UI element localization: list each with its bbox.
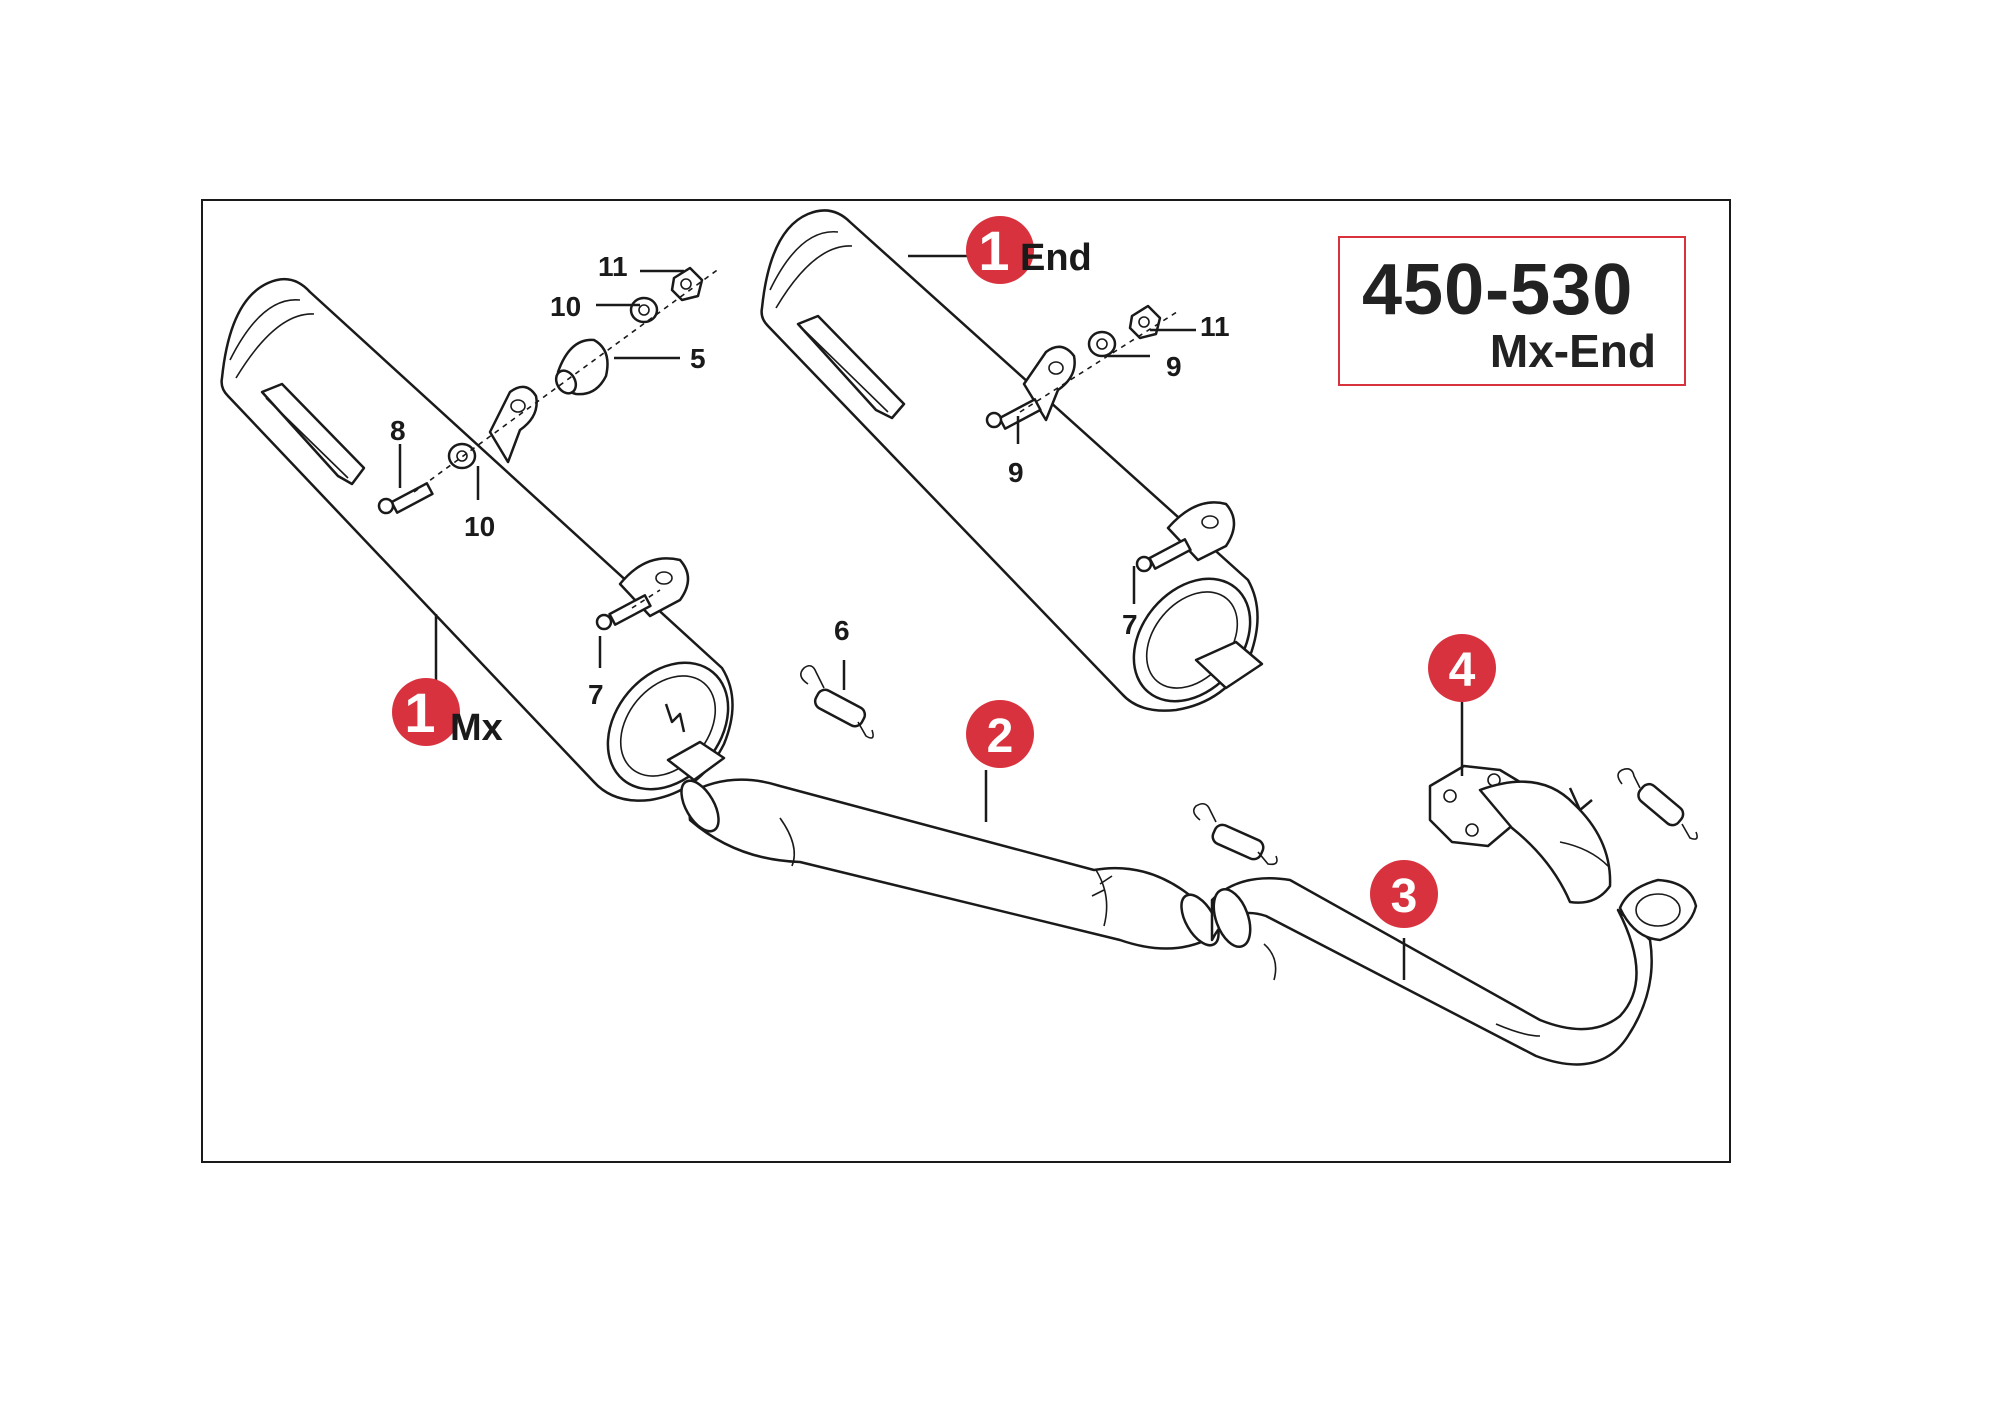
- badge-number: 3: [1391, 870, 1418, 923]
- flange-elbow: [1428, 764, 1612, 904]
- model-title: 450-530: [1362, 250, 1634, 330]
- end-hardware: [985, 304, 1192, 573]
- part-number-labels: 11 10 5 8 10 7 6 11 9 9 7: [390, 251, 1230, 710]
- badge-number: 2: [987, 710, 1014, 763]
- badge-suffix: Mx: [450, 707, 503, 749]
- label-end-11: 11: [1200, 311, 1230, 342]
- model-box: 450-530 Mx-End: [1338, 236, 1686, 386]
- badge-circle: [966, 216, 1034, 284]
- badge-circle: [1428, 634, 1496, 702]
- badge-circle: [1370, 860, 1438, 928]
- label-end-7: 7: [1122, 609, 1138, 640]
- label-mx-5: 5: [690, 343, 706, 374]
- label-mx-10-low: 10: [464, 511, 495, 542]
- springs: [800, 664, 1698, 866]
- leader-lines: [398, 254, 1464, 980]
- mx-silencer: [220, 277, 734, 802]
- spring-6: [800, 664, 874, 739]
- header-pipe: [1210, 876, 1698, 1066]
- label-mx-8: 8: [390, 415, 406, 446]
- badge-1-mx: 1 Mx: [392, 678, 503, 749]
- label-mx-11: 11: [598, 251, 628, 282]
- badge-circle: [392, 678, 460, 746]
- label-mx-10-top: 10: [550, 291, 581, 322]
- badge-4: 4: [1428, 634, 1496, 702]
- label-mx-7: 7: [588, 679, 604, 710]
- badge-circle: [966, 700, 1034, 768]
- label-end-9-right: 9: [1166, 351, 1182, 382]
- badge-number: 1: [404, 681, 435, 744]
- label-end-9-left: 9: [1008, 457, 1024, 488]
- mx-hardware: [377, 266, 721, 631]
- spring-header: [1617, 768, 1698, 840]
- badge-number: 1: [978, 219, 1009, 282]
- badge-suffix: End: [1020, 237, 1092, 279]
- badge-1-end: 1 End: [966, 216, 1092, 284]
- badge-2: 2: [966, 700, 1034, 768]
- label-spring-6: 6: [834, 615, 850, 646]
- badge-3: 3: [1370, 860, 1438, 928]
- mid-pipe: [680, 778, 1220, 950]
- model-subtitle: Mx-End: [1489, 325, 1656, 377]
- spring-mid: [1192, 802, 1278, 866]
- badge-number: 4: [1449, 644, 1476, 697]
